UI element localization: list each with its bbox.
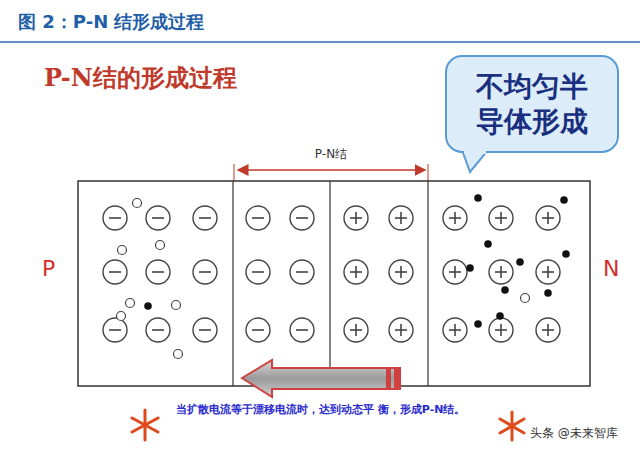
ion-sign: [547, 266, 549, 278]
donor-ion: [536, 318, 560, 342]
header-rule: [0, 41, 640, 43]
electron: [474, 320, 482, 328]
ion-sign: [547, 324, 549, 336]
ion-sign: [500, 324, 502, 336]
ion-sign: [500, 266, 502, 278]
hole: [174, 350, 183, 359]
ion-sign: [109, 271, 121, 273]
ion-sign: [152, 329, 164, 331]
ion-sign: [296, 217, 308, 219]
ion-sign: [400, 266, 402, 278]
acceptor-ion: [290, 206, 314, 230]
acceptor-ion: [246, 260, 270, 284]
ion-sign: [199, 329, 211, 331]
electron: [474, 194, 482, 202]
figure-title: 图 2：P-N 结形成过程: [18, 10, 204, 34]
acceptor-ion: [146, 206, 170, 230]
ion-sign: [252, 217, 264, 219]
hole: [126, 299, 135, 308]
ion-sign: [355, 324, 357, 336]
electron: [144, 302, 152, 310]
callout-bubble: 不均匀半 导体形成: [446, 56, 618, 152]
ion-sign: [355, 212, 357, 224]
ion-sign: [109, 217, 121, 219]
hole: [156, 241, 165, 250]
acceptor-ion: [103, 318, 127, 342]
ion-sign: [252, 271, 264, 273]
donor-ion: [489, 260, 513, 284]
acceptor-ion: [146, 260, 170, 284]
ion-sign: [400, 212, 402, 224]
acceptor-ion: [193, 318, 217, 342]
ion-sign: [500, 212, 502, 224]
electron: [496, 312, 504, 320]
bubble-shape: [446, 56, 618, 172]
acceptor-ion: [193, 206, 217, 230]
callout-text: 不均匀半 导体形成: [468, 69, 596, 139]
donor-ion: [389, 318, 413, 342]
acceptor-ion: [290, 260, 314, 284]
donor-ion: [389, 260, 413, 284]
donor-ion: [389, 206, 413, 230]
ion-sign: [296, 271, 308, 273]
donor-ion: [489, 206, 513, 230]
hole: [521, 294, 530, 303]
acceptor-ion: [103, 260, 127, 284]
acceptor-ion: [146, 318, 170, 342]
donor-ion: [344, 260, 368, 284]
acceptor-ion: [246, 318, 270, 342]
donor-ion: [536, 260, 560, 284]
electron: [466, 264, 474, 272]
region-label: N: [603, 256, 619, 281]
slide-title: P-N结的形成过程: [44, 62, 237, 94]
electron: [501, 286, 509, 294]
ion-sign: [400, 324, 402, 336]
electron: [516, 258, 524, 266]
watermark: 头条 @未来智库: [530, 425, 618, 442]
acceptor-ion: [103, 206, 127, 230]
note-text: 当扩散电流等于漂移电流时，达到动态平 衡，形成P-N结。: [176, 402, 466, 418]
donor-ion: [443, 206, 467, 230]
electron: [484, 240, 492, 248]
donor-ion: [489, 318, 513, 342]
electron: [562, 250, 570, 258]
electron: [544, 289, 552, 297]
current-arrow: [242, 360, 400, 397]
hole: [133, 199, 142, 208]
acceptor-ion: [290, 318, 314, 342]
ion-sign: [355, 266, 357, 278]
ion-sign: [454, 266, 456, 278]
acceptor-ion: [193, 260, 217, 284]
ion-sign: [296, 329, 308, 331]
acceptor-ion: [246, 206, 270, 230]
region-label: P: [42, 256, 55, 281]
ion-sign: [199, 271, 211, 273]
ion-sign: [454, 212, 456, 224]
semiconductor-block: [78, 181, 590, 386]
donor-ion: [344, 318, 368, 342]
donor-ion: [443, 260, 467, 284]
hole: [172, 301, 181, 310]
ion-sign: [199, 217, 211, 219]
junction-bracket: [238, 169, 425, 171]
hole: [117, 312, 126, 321]
hole: [118, 246, 127, 255]
donor-ion: [536, 206, 560, 230]
ion-sign: [547, 212, 549, 224]
ion-sign: [152, 271, 164, 273]
donor-ion: [344, 206, 368, 230]
ion-sign: [109, 329, 121, 331]
junction-label: P-N结: [315, 146, 347, 163]
ion-sign: [152, 217, 164, 219]
electron: [560, 196, 568, 204]
ion-sign: [454, 324, 456, 336]
ion-grid: [103, 194, 570, 358]
donor-ion: [443, 318, 467, 342]
ion-sign: [252, 329, 264, 331]
